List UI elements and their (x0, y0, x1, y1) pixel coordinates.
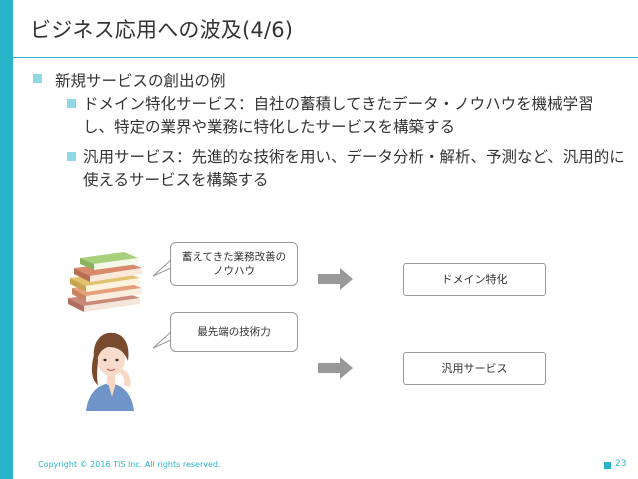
person-icon (86, 333, 134, 411)
bullet-level2-text: 汎用サービス：先進的な技術を用い、データ分析・解析、予測など、汎用的に使えるサー… (83, 146, 628, 192)
bubble-technology: 最先端の技術力 (170, 312, 298, 352)
arrow-right-icon (318, 356, 354, 380)
bubble-know-how: 蓄えてきた業務改善の ノウハウ (170, 242, 298, 286)
page-marker-square-icon (604, 462, 611, 469)
woman-illustration (78, 325, 148, 411)
slide-title: ビジネス応用への波及(4/6) (30, 14, 293, 44)
copyright-text: Copyright © 2016 TIS Inc. All rights res… (38, 460, 221, 469)
bullet-level2-text: ドメイン特化サービス：自社の蓄積してきたデータ・ノウハウを機械学習し、特定の業界… (83, 93, 623, 139)
books-illustration (64, 250, 148, 314)
bullet-square-icon (33, 74, 42, 83)
bullet-square-icon (67, 152, 76, 161)
output-general-service: 汎用サービス (403, 352, 546, 385)
books-icon (68, 252, 142, 312)
bullet-square-icon (67, 99, 76, 108)
left-accent-bar (0, 0, 13, 479)
page-number: 23 (615, 459, 626, 469)
bullet-level1-text: 新規サービスの創出の例 (55, 69, 226, 91)
output-domain-specific: ドメイン特化 (403, 263, 546, 296)
title-divider (13, 57, 638, 58)
arrow-right-icon (318, 267, 354, 291)
